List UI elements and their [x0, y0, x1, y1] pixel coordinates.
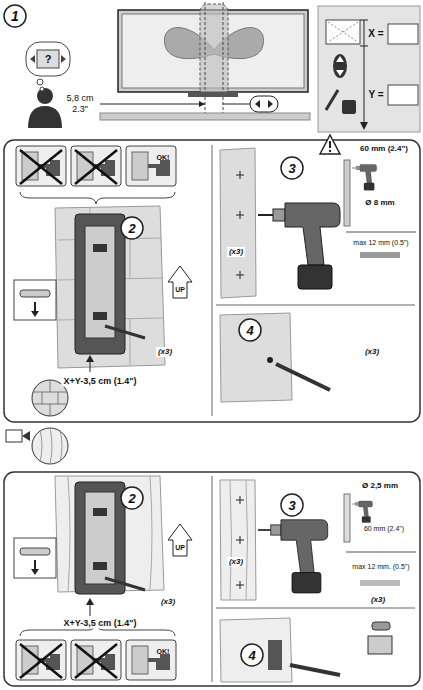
step-number: 3 [286, 161, 297, 176]
ok-label: OK! [155, 647, 172, 656]
dimension-label: Ø 2,5 mm [360, 481, 400, 491]
step-number: 2 [126, 491, 137, 506]
dimension-label: 60 mm (2.4") [358, 144, 410, 154]
step-number: 4 [246, 648, 257, 663]
dimension-label: X+Y-3,5 cm (1.4") [61, 618, 138, 629]
count-label: (x3) [227, 247, 245, 257]
dimension-label: 2.3" [70, 104, 90, 115]
measure-label: Y = [366, 89, 385, 101]
count-label: (x3) [227, 557, 245, 567]
dimension-label: X+Y-3,5 cm (1.4") [61, 376, 138, 387]
dimension-label: 60 mm (2.4") [362, 524, 406, 533]
dimension-label: 5,8 cm [64, 93, 95, 104]
count-label: (x3) [363, 347, 381, 357]
step-number: 2 [126, 221, 137, 236]
up-label: UP [173, 285, 187, 294]
dimension-label: max 12 mm (0.5") [351, 238, 410, 247]
step-number: 3 [286, 498, 297, 513]
measure-label: X = [366, 28, 385, 40]
ok-label: OK! [155, 153, 172, 162]
count-label: (x3) [159, 597, 177, 607]
dimension-label: Ø 8 mm [363, 198, 396, 208]
question-mark: ? [43, 53, 54, 66]
step-number: 1 [9, 8, 21, 24]
up-label: UP [173, 543, 187, 552]
count-label: (x3) [156, 347, 174, 357]
dimension-label: max 12 mm. (0.5") [350, 562, 411, 571]
count-label: (x3) [369, 595, 387, 605]
step-number: 4 [244, 323, 255, 338]
